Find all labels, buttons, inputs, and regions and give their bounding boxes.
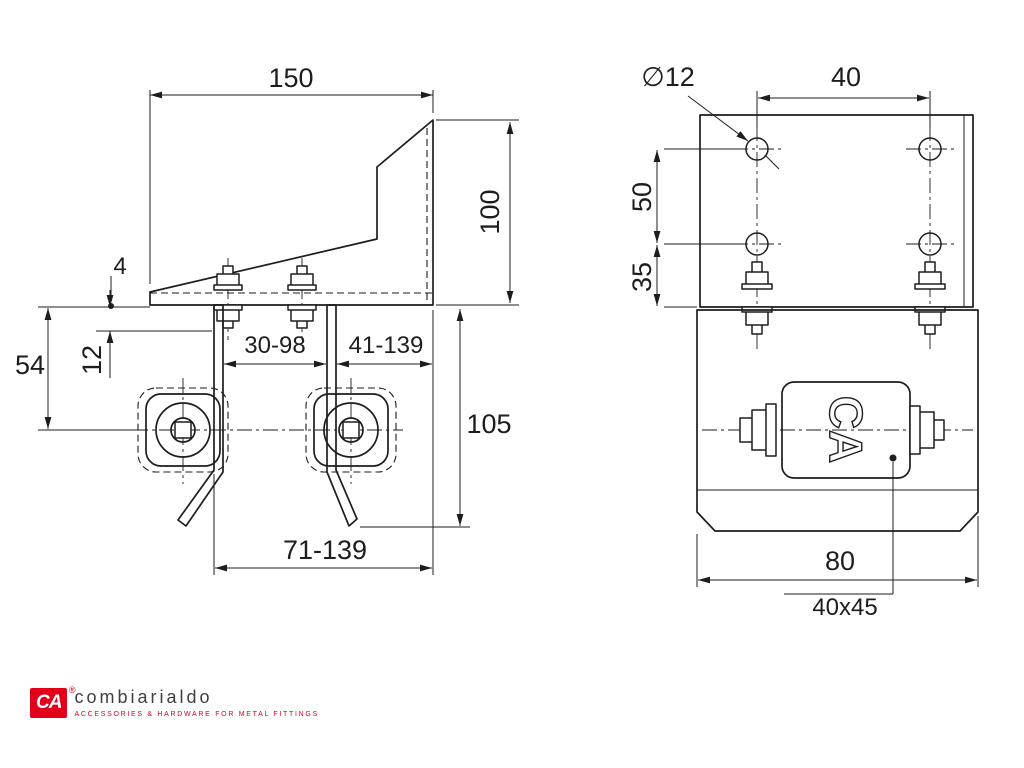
roller-left-wheel — [155, 402, 211, 458]
dim-4-label: 4 — [113, 253, 126, 280]
leader-40x45 — [784, 462, 894, 595]
leader-diameter — [687, 95, 749, 142]
brand-tagline: accessories & hardware for metal fitting… — [74, 710, 319, 718]
brand-mark-wrap: CA ® — [30, 685, 75, 718]
brand-name: combiarialdo — [74, 687, 213, 707]
dim-30-98-label: 30-98 — [244, 332, 305, 359]
roller-right — [305, 387, 397, 473]
roller-right-wheel — [323, 402, 379, 458]
roller-right-bearing — [338, 417, 364, 443]
dim-diameter-label: ∅12 — [641, 62, 695, 92]
roller-left-hidden-housing — [137, 387, 229, 473]
dim-41-139-label: 41-139 — [349, 332, 424, 359]
side-bolt-left — [741, 261, 773, 335]
bolt-left — [213, 265, 243, 329]
dim-35-label: 35 — [627, 262, 657, 292]
dim-40-label: 40 — [831, 62, 861, 92]
brand-registered-icon: ® — [68, 685, 76, 695]
leader-4-dot — [108, 303, 114, 309]
brand-mark: CA — [30, 688, 68, 718]
dim-12-label: 12 — [77, 345, 107, 375]
dim-40x45-label: 40x45 — [812, 594, 877, 621]
brand-logo: CA ® combiarialdo accessories & hardware… — [30, 685, 319, 718]
roller-left — [137, 387, 229, 473]
body-outline — [696, 309, 979, 532]
front-extension-lines — [38, 90, 519, 575]
strap-left — [177, 304, 224, 527]
block-bolt-right — [909, 405, 945, 455]
roller-right-hidden-housing — [305, 387, 397, 473]
side-extension-lines — [664, 91, 979, 587]
back-plate — [699, 114, 974, 308]
side-view: CA ∅12 40 50 35 80 40x45 — [627, 62, 979, 621]
roller-left-bearing — [170, 417, 196, 443]
dim-150-label: 150 — [268, 63, 313, 93]
block-ca-logo: CA — [820, 396, 872, 464]
roller-right-hub — [342, 421, 360, 439]
roller-right-housing — [313, 393, 389, 467]
rail-reference-dot — [889, 454, 897, 462]
roller-left-hub — [174, 421, 192, 439]
bracket-hidden-edges — [150, 128, 433, 300]
leader-diameter-tail — [764, 154, 780, 170]
strap-right — [326, 304, 358, 527]
block-bolt-left — [739, 403, 777, 457]
side-centerlines — [702, 126, 973, 431]
bracket-outline — [149, 119, 434, 306]
dim-105-label: 105 — [466, 409, 511, 439]
bolt-right — [287, 265, 317, 329]
dim-100-label: 100 — [475, 189, 505, 234]
brand-text: combiarialdo accessories & hardware for … — [74, 687, 319, 718]
dim-54-label: 54 — [15, 350, 45, 380]
dim-80-label: 80 — [825, 546, 855, 576]
front-centerlines — [133, 258, 403, 484]
side-bolt-right — [914, 261, 946, 335]
roller-left-housing — [145, 393, 221, 467]
dim-50-label: 50 — [627, 182, 657, 212]
front-view: 150 100 4 12 54 30-98 41-139 105 71-139 — [15, 63, 519, 575]
dim-71-139-label: 71-139 — [283, 535, 367, 565]
